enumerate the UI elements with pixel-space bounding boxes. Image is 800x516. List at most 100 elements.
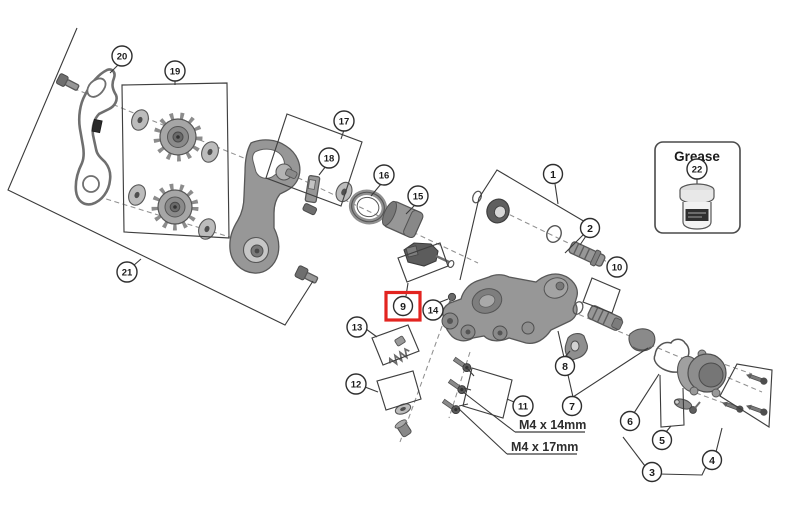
callout-22: 22 xyxy=(686,158,708,180)
pulley-upper xyxy=(153,112,203,162)
grease-box: Grease xyxy=(654,141,741,234)
callout-11: 11 xyxy=(512,395,534,417)
leader-4 xyxy=(715,427,723,453)
callout-19: 19 xyxy=(164,60,186,82)
callout-12: 12 xyxy=(345,373,367,395)
outer-cage-plate xyxy=(229,139,301,274)
svg-text:15: 15 xyxy=(413,192,424,203)
callout-14: 14 xyxy=(422,299,444,321)
cable-fixing-bolts xyxy=(441,356,472,415)
pulley-washers xyxy=(128,109,219,240)
axis-adjust-screws xyxy=(399,317,446,443)
callout-1: 1 xyxy=(542,163,564,185)
callout-6: 6 xyxy=(619,410,641,432)
grease-jar-icon xyxy=(679,183,715,230)
group-box-12 xyxy=(376,370,422,411)
svg-text:16: 16 xyxy=(379,171,390,182)
callout-3: 3 xyxy=(641,461,663,483)
callout-20: 20 xyxy=(111,45,133,67)
bushing-cylinder xyxy=(587,305,624,331)
bracket-5 xyxy=(659,374,685,428)
svg-text:8: 8 xyxy=(562,361,568,373)
svg-text:19: 19 xyxy=(170,67,181,78)
leader-11a xyxy=(466,367,475,377)
svg-text:9: 9 xyxy=(400,301,406,313)
leader-m4-17 xyxy=(457,407,508,455)
svg-text:21: 21 xyxy=(122,268,133,279)
svg-text:2: 2 xyxy=(587,223,593,235)
leader-1 xyxy=(554,183,559,205)
leader-16 xyxy=(370,183,382,197)
leader-2 xyxy=(579,235,587,246)
cage-stopper-plate xyxy=(302,175,321,216)
bracket-21 xyxy=(7,27,314,326)
svg-text:20: 20 xyxy=(117,52,128,63)
spring-cover-cap xyxy=(382,200,424,239)
leader-11 xyxy=(506,398,515,403)
lever-screw-set xyxy=(673,398,701,414)
leader-5 xyxy=(665,425,672,433)
svg-text:17: 17 xyxy=(339,117,350,128)
axis-cable-bolts xyxy=(448,351,471,419)
callout-16: 16 xyxy=(373,164,395,186)
label-m4x17: M4 x 17mm xyxy=(511,440,578,454)
callout-17: 17 xyxy=(333,110,355,132)
svg-text:5: 5 xyxy=(659,435,665,447)
group-brackets xyxy=(7,27,773,476)
group-box-10 xyxy=(582,277,621,314)
svg-text:14: 14 xyxy=(428,306,439,317)
pulley-lower xyxy=(151,183,199,231)
callout-8: 8 xyxy=(554,355,576,377)
group-box-17 xyxy=(265,113,363,207)
svg-text:18: 18 xyxy=(324,154,335,165)
bumper-stopper xyxy=(628,328,656,352)
pulley-bolt-upper xyxy=(56,73,80,91)
callout-21: 21 xyxy=(116,261,138,283)
group-box-13 xyxy=(371,324,420,366)
svg-text:6: 6 xyxy=(627,416,633,428)
cage-pivot-bolt xyxy=(294,265,319,284)
inner-cage-plate xyxy=(74,68,118,206)
leader-12 xyxy=(364,386,379,393)
parts xyxy=(56,68,768,438)
large-o-ring xyxy=(546,224,562,244)
callout-2: 2 xyxy=(579,217,601,239)
group-box-9 xyxy=(397,242,449,283)
svg-text:11: 11 xyxy=(518,402,529,413)
callout-5: 5 xyxy=(651,429,673,451)
derailleur-body xyxy=(441,273,578,345)
svg-text:13: 13 xyxy=(352,323,363,334)
leader-15 xyxy=(405,204,416,215)
small-o-ring xyxy=(472,190,482,204)
switch-unit xyxy=(403,242,455,269)
callout-15: 15 xyxy=(407,185,429,207)
callout-10: 10 xyxy=(606,256,628,278)
svg-text:12: 12 xyxy=(351,380,362,391)
svg-text:1: 1 xyxy=(550,169,556,181)
callout-9: 9 xyxy=(392,295,414,317)
group-box-19 xyxy=(121,82,230,239)
adjust-plug-set xyxy=(394,403,412,438)
bracket-bearing xyxy=(486,198,510,224)
callouts: 1 2 3 4 5 6 7 8 9 10 11 12 13 14 15 16 1… xyxy=(111,45,723,483)
callout-4: 4 xyxy=(701,449,723,471)
svg-text:3: 3 xyxy=(649,467,655,479)
tension-spring xyxy=(388,335,410,366)
callout-7: 7 xyxy=(561,395,583,417)
svg-text:4: 4 xyxy=(709,455,715,467)
label-m4x14: M4 x 14mm xyxy=(519,418,586,432)
bolt-size-labels: M4 x 14mm M4 x 17mm xyxy=(457,391,586,455)
cable-guide-clamp xyxy=(564,333,588,361)
callout-13: 13 xyxy=(346,316,368,338)
leader-13 xyxy=(365,328,378,338)
bracket-1 xyxy=(459,169,593,281)
leader-11b xyxy=(463,387,472,391)
leader-6 xyxy=(633,373,660,414)
svg-text:10: 10 xyxy=(612,263,623,274)
leader-m4-14 xyxy=(462,391,516,433)
b-axle-bolt xyxy=(568,241,606,267)
cam-ring xyxy=(348,189,388,225)
bracket-3-left xyxy=(622,436,646,467)
